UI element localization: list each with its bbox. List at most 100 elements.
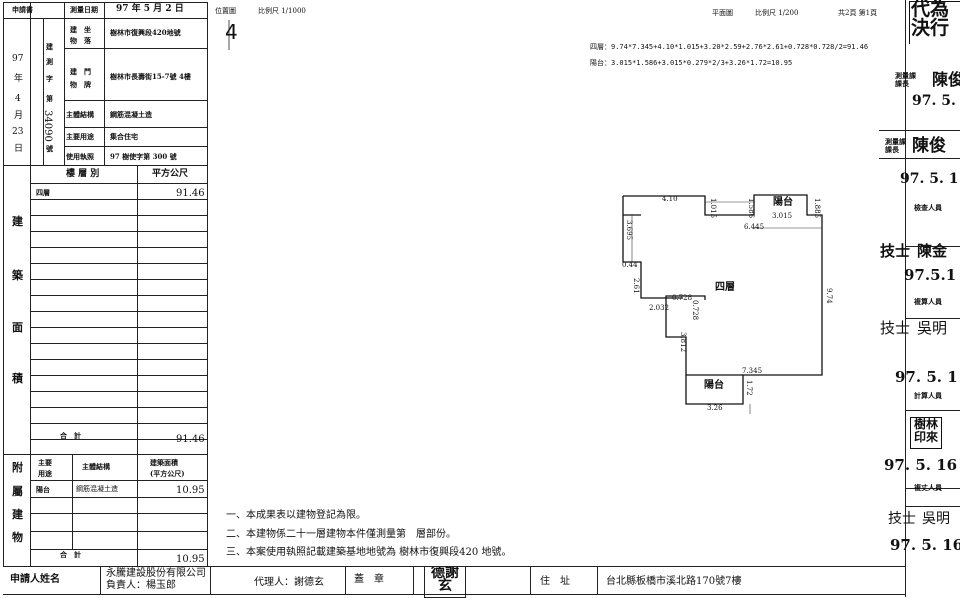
- agent-seal: 德謝 玄: [424, 566, 466, 598]
- main-structure: 鋼筋混凝土造: [110, 110, 152, 119]
- address: 台北縣板橋市溪北路170號7樓: [606, 576, 742, 587]
- ref-year-char: 年: [14, 74, 24, 84]
- checker-label: 檢查人員: [914, 203, 942, 212]
- dim-2032: 2.032: [649, 304, 670, 312]
- tech2-label: 技士: [880, 319, 911, 337]
- ref-day: 23: [12, 127, 24, 137]
- dim-7345: 7.345: [742, 367, 763, 375]
- area-row-value: 91.46: [176, 188, 205, 199]
- ref-month: 4: [15, 94, 21, 104]
- official-seal: 樹林 印來: [910, 417, 942, 449]
- position-plan-label: 位置圖: [215, 7, 236, 15]
- dim-0728a: 0.728: [672, 294, 693, 302]
- tech3-label: 技士: [888, 511, 916, 527]
- tech1-label: 技士: [880, 242, 911, 260]
- survey-date-label: 測量日期: [70, 5, 98, 14]
- ref-v1: 建: [46, 42, 53, 51]
- annex-side-4: 物: [12, 531, 23, 544]
- ref-year: 97: [12, 54, 24, 64]
- tech2-name: 吳明: [917, 319, 948, 337]
- date-5: 97. 5. 16: [884, 456, 958, 474]
- ref-month-char: 月: [14, 111, 24, 121]
- annex-structure-header: 主體結構: [82, 462, 110, 471]
- date-3: 97.5.1: [904, 266, 957, 284]
- annex-area-header: 建築面積 (平方公尺): [150, 458, 185, 478]
- calc-check-label: 複算人員: [914, 297, 942, 306]
- dim-3015: 3.015: [772, 212, 793, 220]
- plan-scale: 比例尺 1/200: [755, 9, 799, 17]
- annex-side-2: 屬: [12, 485, 23, 498]
- dim-326: 3.26: [707, 404, 723, 412]
- dim-1586: 1.586: [747, 198, 755, 219]
- annex-side-3: 建: [12, 508, 23, 521]
- survey-date: 97 年 5 月 2 日: [116, 4, 184, 14]
- dim-1885: 1.885: [813, 198, 821, 219]
- calc-label: 計算人員: [914, 391, 942, 400]
- address-label: 住 址: [540, 576, 570, 587]
- chief-label-1: 測量課 課長: [895, 71, 916, 88]
- dim-6445: 6.445: [744, 223, 765, 231]
- formula-balcony: 陽台：3.015*1.586+3.015*0.279*2/3+3.26*1.72…: [590, 59, 793, 67]
- note-2: 二、本建物係二十一層建物本件僅測量第 層部份。: [226, 529, 456, 540]
- dim-0728b: 0.728: [691, 300, 699, 321]
- seal-label: 蓋 章: [354, 574, 384, 585]
- use-license: 97 樹使字第 300 號: [110, 152, 177, 161]
- chief-label-2: 測量課 課長: [885, 137, 906, 154]
- area-side-1: 建: [12, 215, 23, 228]
- agent-name: 代理人：謝德玄: [254, 577, 324, 588]
- plan-label: 平面圖: [712, 9, 733, 17]
- note-1: 一、本成果表以建物登記為限。: [226, 510, 366, 521]
- ref-day-char: 日: [14, 144, 24, 154]
- building-number: 樹林市長壽街15-7號 4樓: [110, 72, 191, 81]
- room-balcony-top: 陽台: [773, 197, 793, 208]
- main-structure-label: 主體結構: [66, 110, 94, 119]
- date-4: 97. 5. 1: [895, 368, 958, 386]
- building-number-label: 建 門 物 牌: [70, 67, 91, 89]
- sqm-header: 平方公尺: [152, 169, 189, 179]
- main-use-label: 主要用途: [66, 132, 94, 141]
- approval-stamp-frame: [909, 1, 960, 44]
- ref-number: 34090: [42, 110, 53, 142]
- dim-410: 4.10: [662, 195, 678, 203]
- date-2: 97. 5. 1: [900, 171, 959, 187]
- annex-row-area: 10.95: [176, 485, 205, 496]
- ref-v5: 號: [46, 144, 53, 153]
- tech1-name: 陳金: [917, 242, 948, 260]
- dim-261: 2.61: [632, 278, 640, 294]
- annex-total-label: 合 計: [60, 550, 81, 559]
- area-side-3: 面: [12, 321, 23, 334]
- applicant-label: 申請人姓名: [10, 574, 60, 585]
- person-in-charge: 負責人：楊玉郎: [106, 580, 176, 591]
- floor-header: 樓 層 別: [66, 169, 100, 179]
- building-location-label: 建 坐 物 落: [70, 25, 91, 46]
- dim-044: 0.44: [622, 261, 638, 269]
- annex-side-1: 附: [12, 461, 23, 474]
- ref-v4: 第: [46, 94, 53, 103]
- area-total-label: 合 計: [60, 431, 81, 440]
- dim-1015: 1.015: [709, 198, 717, 219]
- date-6: 97. 5. 16: [890, 536, 960, 554]
- use-license-label: 使用執照: [66, 152, 94, 161]
- tech3-name: 吳明: [922, 511, 950, 527]
- annex-row-use: 陽台: [36, 485, 50, 494]
- chief-name-2: 陳俊: [912, 136, 946, 156]
- dim-3695: 3.695: [625, 220, 633, 241]
- ref-v2: 測: [46, 57, 53, 66]
- note-3: 三、本案使用執照記載建築基地地號為 樹林市復興段420 地號。: [226, 547, 512, 558]
- approval-stamp: 代為 決行: [911, 0, 950, 39]
- annex-total: 10.95: [176, 554, 205, 565]
- main-use: 集合住宅: [110, 132, 138, 141]
- ref-v3: 字: [46, 74, 53, 83]
- room-balcony-bottom: 陽台: [704, 380, 724, 391]
- annex-row-structure: 鋼筋混凝土造: [76, 485, 118, 493]
- dim-974: 9.74: [825, 288, 833, 304]
- room-main-label: 四層: [715, 282, 735, 293]
- dim-3812: 3.812: [679, 332, 687, 353]
- area-total: 91.46: [176, 434, 205, 445]
- drawer-label: 複丈人員: [914, 483, 942, 492]
- formula-floor: 四層：9.74*7.345+4.10*1.015+3.20*2.59+2.76*…: [590, 43, 869, 51]
- annex-use-header: 主要 用途: [38, 458, 52, 478]
- dim-172: 1.72: [745, 380, 753, 396]
- sheet-number: 共2頁 第1頁: [838, 9, 878, 17]
